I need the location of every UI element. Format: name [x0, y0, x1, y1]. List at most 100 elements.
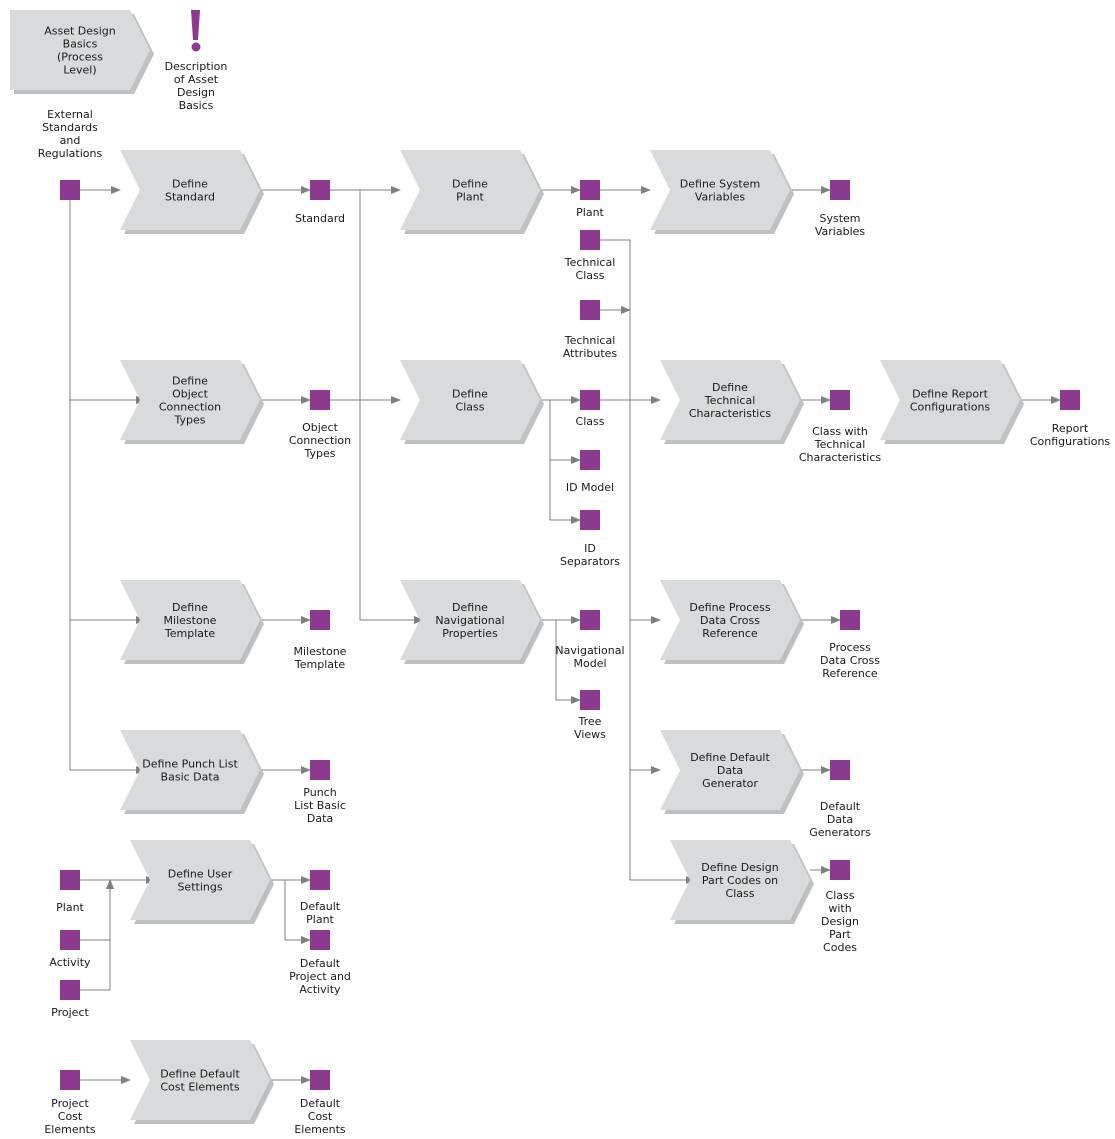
object-treeviews-label: Tree — [578, 715, 602, 728]
function-class-label: Define — [452, 388, 488, 401]
connectors — [69, 186, 1061, 1084]
function-sysvars-label: Variables — [695, 191, 746, 204]
object-square — [580, 300, 600, 320]
object-projcost-label: Project — [51, 1097, 89, 1110]
function-partcodes-label: Define Design — [701, 861, 778, 874]
object-class[interactable]: Class — [576, 390, 605, 428]
function-usersettings-label: Settings — [177, 881, 222, 894]
connector-arrow — [540, 399, 581, 464]
object-projcost-label: Elements — [44, 1123, 96, 1136]
function-milestone-label: Template — [164, 627, 215, 640]
object-navmodel-label: Navigational — [555, 644, 624, 657]
connector-arrow — [80, 879, 114, 941]
object-standard[interactable]: Standard — [295, 180, 345, 225]
object-defcost-label: Elements — [294, 1123, 346, 1136]
object-square — [60, 980, 80, 1000]
object-class-label: Class — [576, 415, 605, 428]
function-standard-label: Standard — [165, 191, 215, 204]
object-objconn-label: Connection — [289, 434, 351, 447]
function-shape — [120, 580, 260, 660]
function-shape — [400, 150, 540, 230]
process-level-label: Asset Design — [44, 25, 116, 38]
object-square — [580, 230, 600, 250]
object-punch-label: Punch — [303, 786, 336, 799]
object-techclass-label: Technical — [564, 256, 616, 269]
function-objconn-label: Object — [172, 388, 209, 401]
object-defcost-label: Cost — [308, 1110, 333, 1123]
function-costel-label: Cost Elements — [160, 1081, 239, 1094]
function-plant-label: Define — [452, 178, 488, 191]
object-pdxref-label: Data Cross — [820, 654, 880, 667]
function-shape — [880, 360, 1020, 440]
object-square — [580, 510, 600, 530]
object-classparts-label: with — [828, 902, 851, 915]
exclamation-icon — [191, 10, 201, 52]
function-milestone-label: Milestone — [164, 614, 217, 627]
object-plant[interactable]: Plant — [576, 180, 605, 219]
object-ext-label: External — [47, 108, 93, 121]
object-in-plant[interactable]: Plant — [56, 870, 85, 914]
connector-arrow — [600, 239, 696, 884]
object-in-project[interactable]: Project — [51, 980, 90, 1019]
object-defgen-label: Generators — [809, 826, 871, 839]
function-defgen-label: Generator — [702, 777, 758, 790]
object-in-activity[interactable]: Activity — [49, 930, 91, 969]
function-shape — [120, 730, 260, 810]
object-square — [310, 930, 330, 950]
object-idmodel[interactable]: ID Model — [566, 450, 614, 494]
object-defprojact-label: Project and — [289, 970, 351, 983]
function-shape — [130, 840, 270, 920]
function-navprops-label: Properties — [442, 627, 498, 640]
function-milestone-label: Define — [172, 601, 208, 614]
object-idmodel-label: ID Model — [566, 481, 614, 494]
function-shape — [400, 360, 540, 440]
object-punch-label: Data — [307, 812, 333, 825]
function-shape — [120, 150, 260, 230]
object-punch-label: List Basic — [294, 799, 346, 812]
process-level-label: Level) — [63, 64, 96, 77]
object-defplant-label: Plant — [306, 913, 334, 926]
process-level-label: (Process — [57, 51, 103, 64]
object-classparts-label: Part — [829, 928, 851, 941]
object-plant-label: Plant — [576, 206, 604, 219]
function-objconn-label: Connection — [159, 401, 221, 414]
connector-arrow — [69, 200, 146, 774]
object-ext-label: and — [60, 134, 81, 147]
